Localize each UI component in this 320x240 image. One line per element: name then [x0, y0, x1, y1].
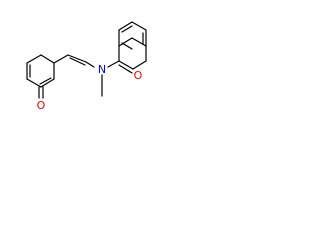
bonds	[26, 21, 147, 99]
bond-benzene-7	[131, 21, 147, 31]
bond-vinyl-3	[85, 61, 95, 68]
bond-benzene-6	[118, 21, 133, 31]
bond-amide-co-b	[118, 64, 133, 74]
amide-nitrogen-label: N	[98, 63, 106, 76]
ring-oxygen-label: O	[37, 99, 46, 112]
amide-oxygen-label: O	[134, 69, 143, 82]
bond-ring-3	[40, 78, 55, 88]
bond-ring-6	[26, 54, 42, 64]
bond-n-carbonyl	[107, 60, 120, 68]
bond-amide-co-a	[118, 60, 134, 70]
bond-vinyl-1	[53, 54, 69, 64]
bond-ring-4	[26, 78, 42, 88]
chemical-structure-diagram: O O N	[26, 21, 147, 112]
bond-benzene-double-c	[121, 42, 133, 50]
bond-benzene-1	[118, 37, 133, 47]
bond-benzene-4	[132, 60, 147, 70]
bond-ring-double-b	[39, 77, 52, 85]
bond-benzene-double-a	[121, 25, 133, 33]
bond-vinyl-2-double	[69, 57, 86, 66]
bond-benzene-2	[131, 37, 147, 47]
bond-vinyl-2	[67, 54, 87, 63]
bond-ring-1	[40, 54, 55, 64]
